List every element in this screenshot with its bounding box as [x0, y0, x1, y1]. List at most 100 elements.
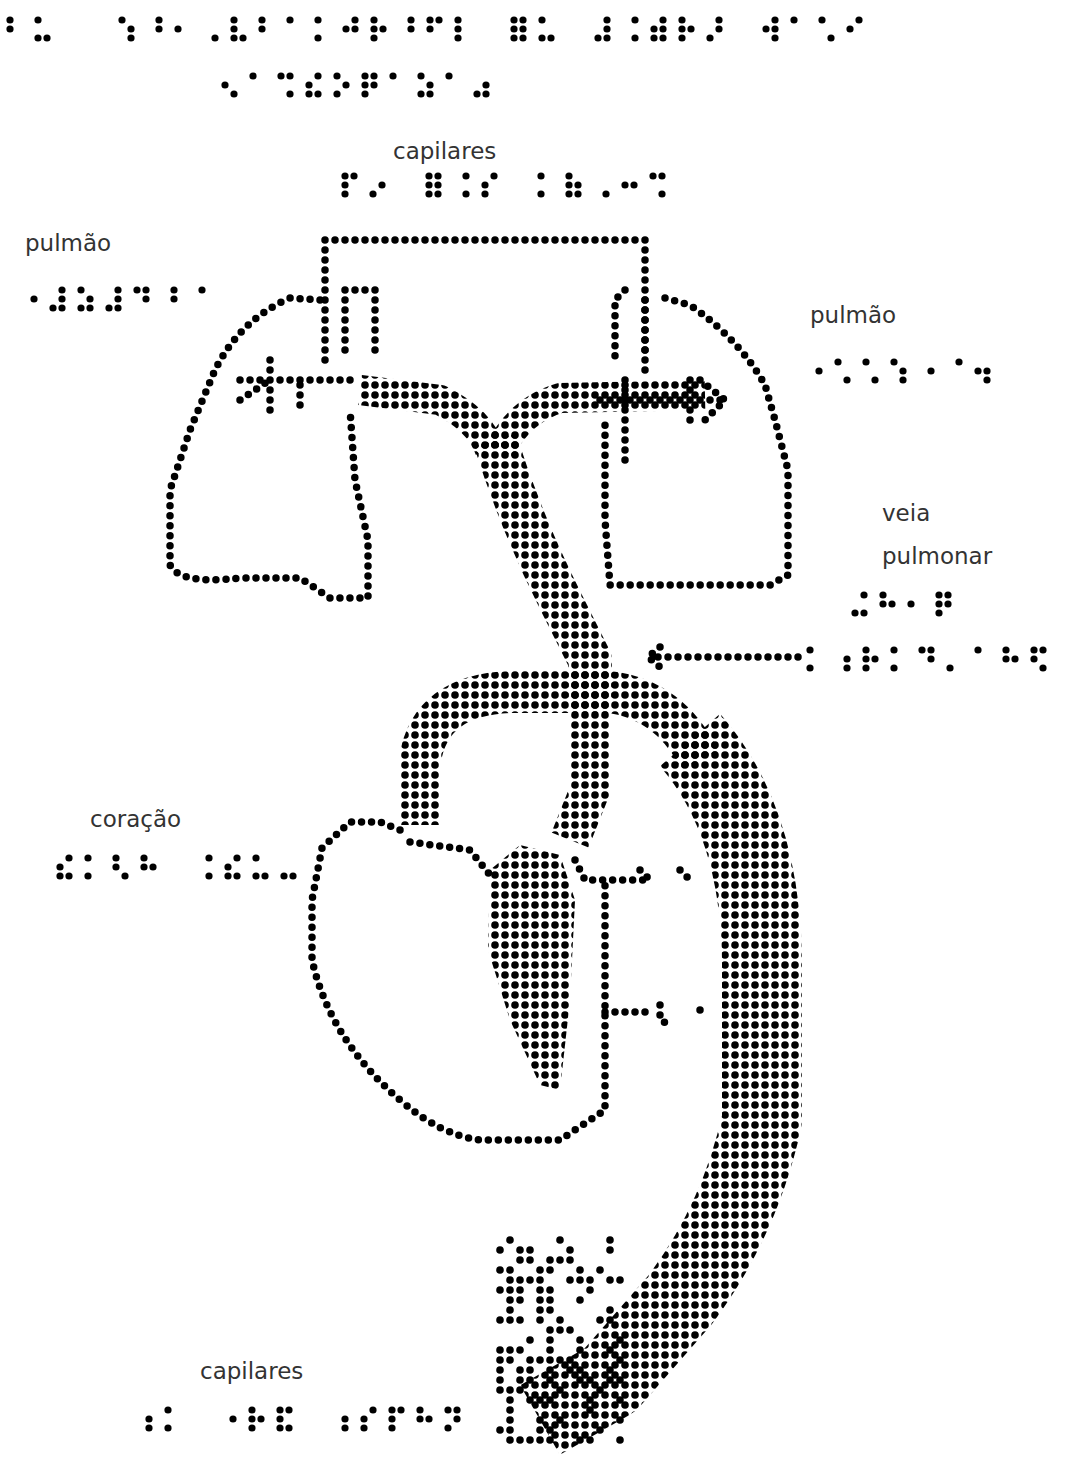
- braille-dot: [510, 25, 517, 32]
- braille-dot: [248, 1424, 255, 1431]
- braille-dot: [935, 609, 942, 616]
- capillary-dot: [596, 1316, 604, 1324]
- capillary-dot: [516, 1386, 524, 1394]
- part-label: coração: [90, 798, 181, 841]
- braille-dot: [426, 90, 433, 97]
- braille-dot: [574, 181, 581, 188]
- capillary-dot: [506, 1236, 514, 1244]
- braille-dot: [114, 286, 121, 293]
- braille-dot: [434, 181, 441, 188]
- capillary-dot: [576, 1436, 584, 1444]
- capillary-dot: [556, 1386, 564, 1394]
- braille-dot: [899, 376, 906, 383]
- capillary-dot: [516, 1436, 524, 1444]
- braille-dot: [230, 25, 237, 32]
- braille-dot: [907, 600, 914, 607]
- braille-dot: [855, 16, 862, 23]
- capillary-dot: [506, 1306, 514, 1314]
- braille-dot: [142, 295, 149, 302]
- braille-dot: [790, 16, 797, 23]
- capillary-dot: [536, 1296, 544, 1304]
- capillary-dot: [506, 1386, 514, 1394]
- braille-dot: [519, 16, 526, 23]
- capillary-dot: [566, 1276, 574, 1284]
- braille-dot: [481, 190, 488, 197]
- capillary-dot: [606, 1306, 614, 1314]
- braille-dot: [574, 190, 581, 197]
- braille-dot: [565, 172, 572, 179]
- braille-dot: [58, 304, 65, 311]
- capillary-dot: [596, 1266, 604, 1274]
- braille-dot: [621, 181, 628, 188]
- capillary-dot: [606, 1346, 614, 1354]
- braille-dot: [174, 25, 181, 32]
- braille-dot: [678, 34, 685, 41]
- capillary-dot: [576, 1296, 584, 1304]
- braille-dot: [879, 591, 886, 598]
- braille-dot: [935, 600, 942, 607]
- capillary-dot: [616, 1396, 624, 1404]
- braille-dot: [434, 172, 441, 179]
- braille-dot: [229, 1415, 236, 1422]
- capillary-dot: [536, 1356, 544, 1364]
- capillary-dot: [556, 1326, 564, 1334]
- braille-dot: [224, 872, 231, 879]
- braille-dot: [149, 863, 156, 870]
- braille-dot: [114, 295, 121, 302]
- braille-dot: [388, 1424, 395, 1431]
- braille-dot: [547, 34, 554, 41]
- capillary-dot: [526, 1276, 534, 1284]
- braille-dot: [659, 34, 666, 41]
- braille-dot: [537, 172, 544, 179]
- braille-dot: [510, 16, 517, 23]
- capillary-dot: [496, 1246, 504, 1254]
- capillary-dot: [586, 1286, 594, 1294]
- capillary-dot: [516, 1366, 524, 1374]
- capillary-dot: [516, 1346, 524, 1354]
- capillary-dot: [596, 1386, 604, 1394]
- capillary-dot: [526, 1356, 534, 1364]
- braille-dot: [170, 286, 177, 293]
- capillary-dot: [606, 1376, 614, 1384]
- braille-dot: [205, 854, 212, 861]
- capillary-dot: [546, 1376, 554, 1384]
- pulmonary-vessel: [360, 390, 490, 450]
- lung-outline: [170, 298, 368, 598]
- braille-dot: [771, 16, 778, 23]
- braille-dot: [314, 90, 321, 97]
- capillary-dot: [496, 1316, 504, 1324]
- braille-dot: [361, 81, 368, 88]
- braille-dot: [678, 16, 685, 23]
- aorta: [420, 692, 700, 825]
- braille-dot: [946, 664, 953, 671]
- capillary-dot: [506, 1416, 514, 1424]
- braille-dot: [650, 25, 657, 32]
- braille-dot: [806, 646, 813, 653]
- braille-dot: [118, 16, 125, 23]
- braille-dot: [630, 181, 637, 188]
- leader-line: [648, 647, 798, 667]
- braille-dot: [481, 181, 488, 188]
- braille-dot: [538, 16, 545, 23]
- capillary-dot: [556, 1416, 564, 1424]
- braille-dot: [879, 600, 886, 607]
- braille-dot: [112, 863, 119, 870]
- capillary-dot: [496, 1376, 504, 1384]
- capillary-dot: [526, 1246, 534, 1254]
- braille-dot: [258, 16, 265, 23]
- braille-dot: [252, 854, 259, 861]
- heart-valve: [640, 870, 705, 1025]
- braille-dot: [276, 1424, 283, 1431]
- capillary-dot: [496, 1356, 504, 1364]
- capillary-dot: [546, 1336, 554, 1344]
- capillary-dot: [546, 1306, 554, 1314]
- braille-dot: [445, 72, 452, 79]
- braille-dot: [248, 1415, 255, 1422]
- braille-dot: [519, 25, 526, 32]
- braille-dot: [379, 25, 386, 32]
- braille-dot: [482, 90, 489, 97]
- braille-dot: [899, 367, 906, 374]
- braille-dot: [341, 172, 348, 179]
- part-label: capilares: [393, 130, 496, 173]
- braille-dot: [333, 90, 340, 97]
